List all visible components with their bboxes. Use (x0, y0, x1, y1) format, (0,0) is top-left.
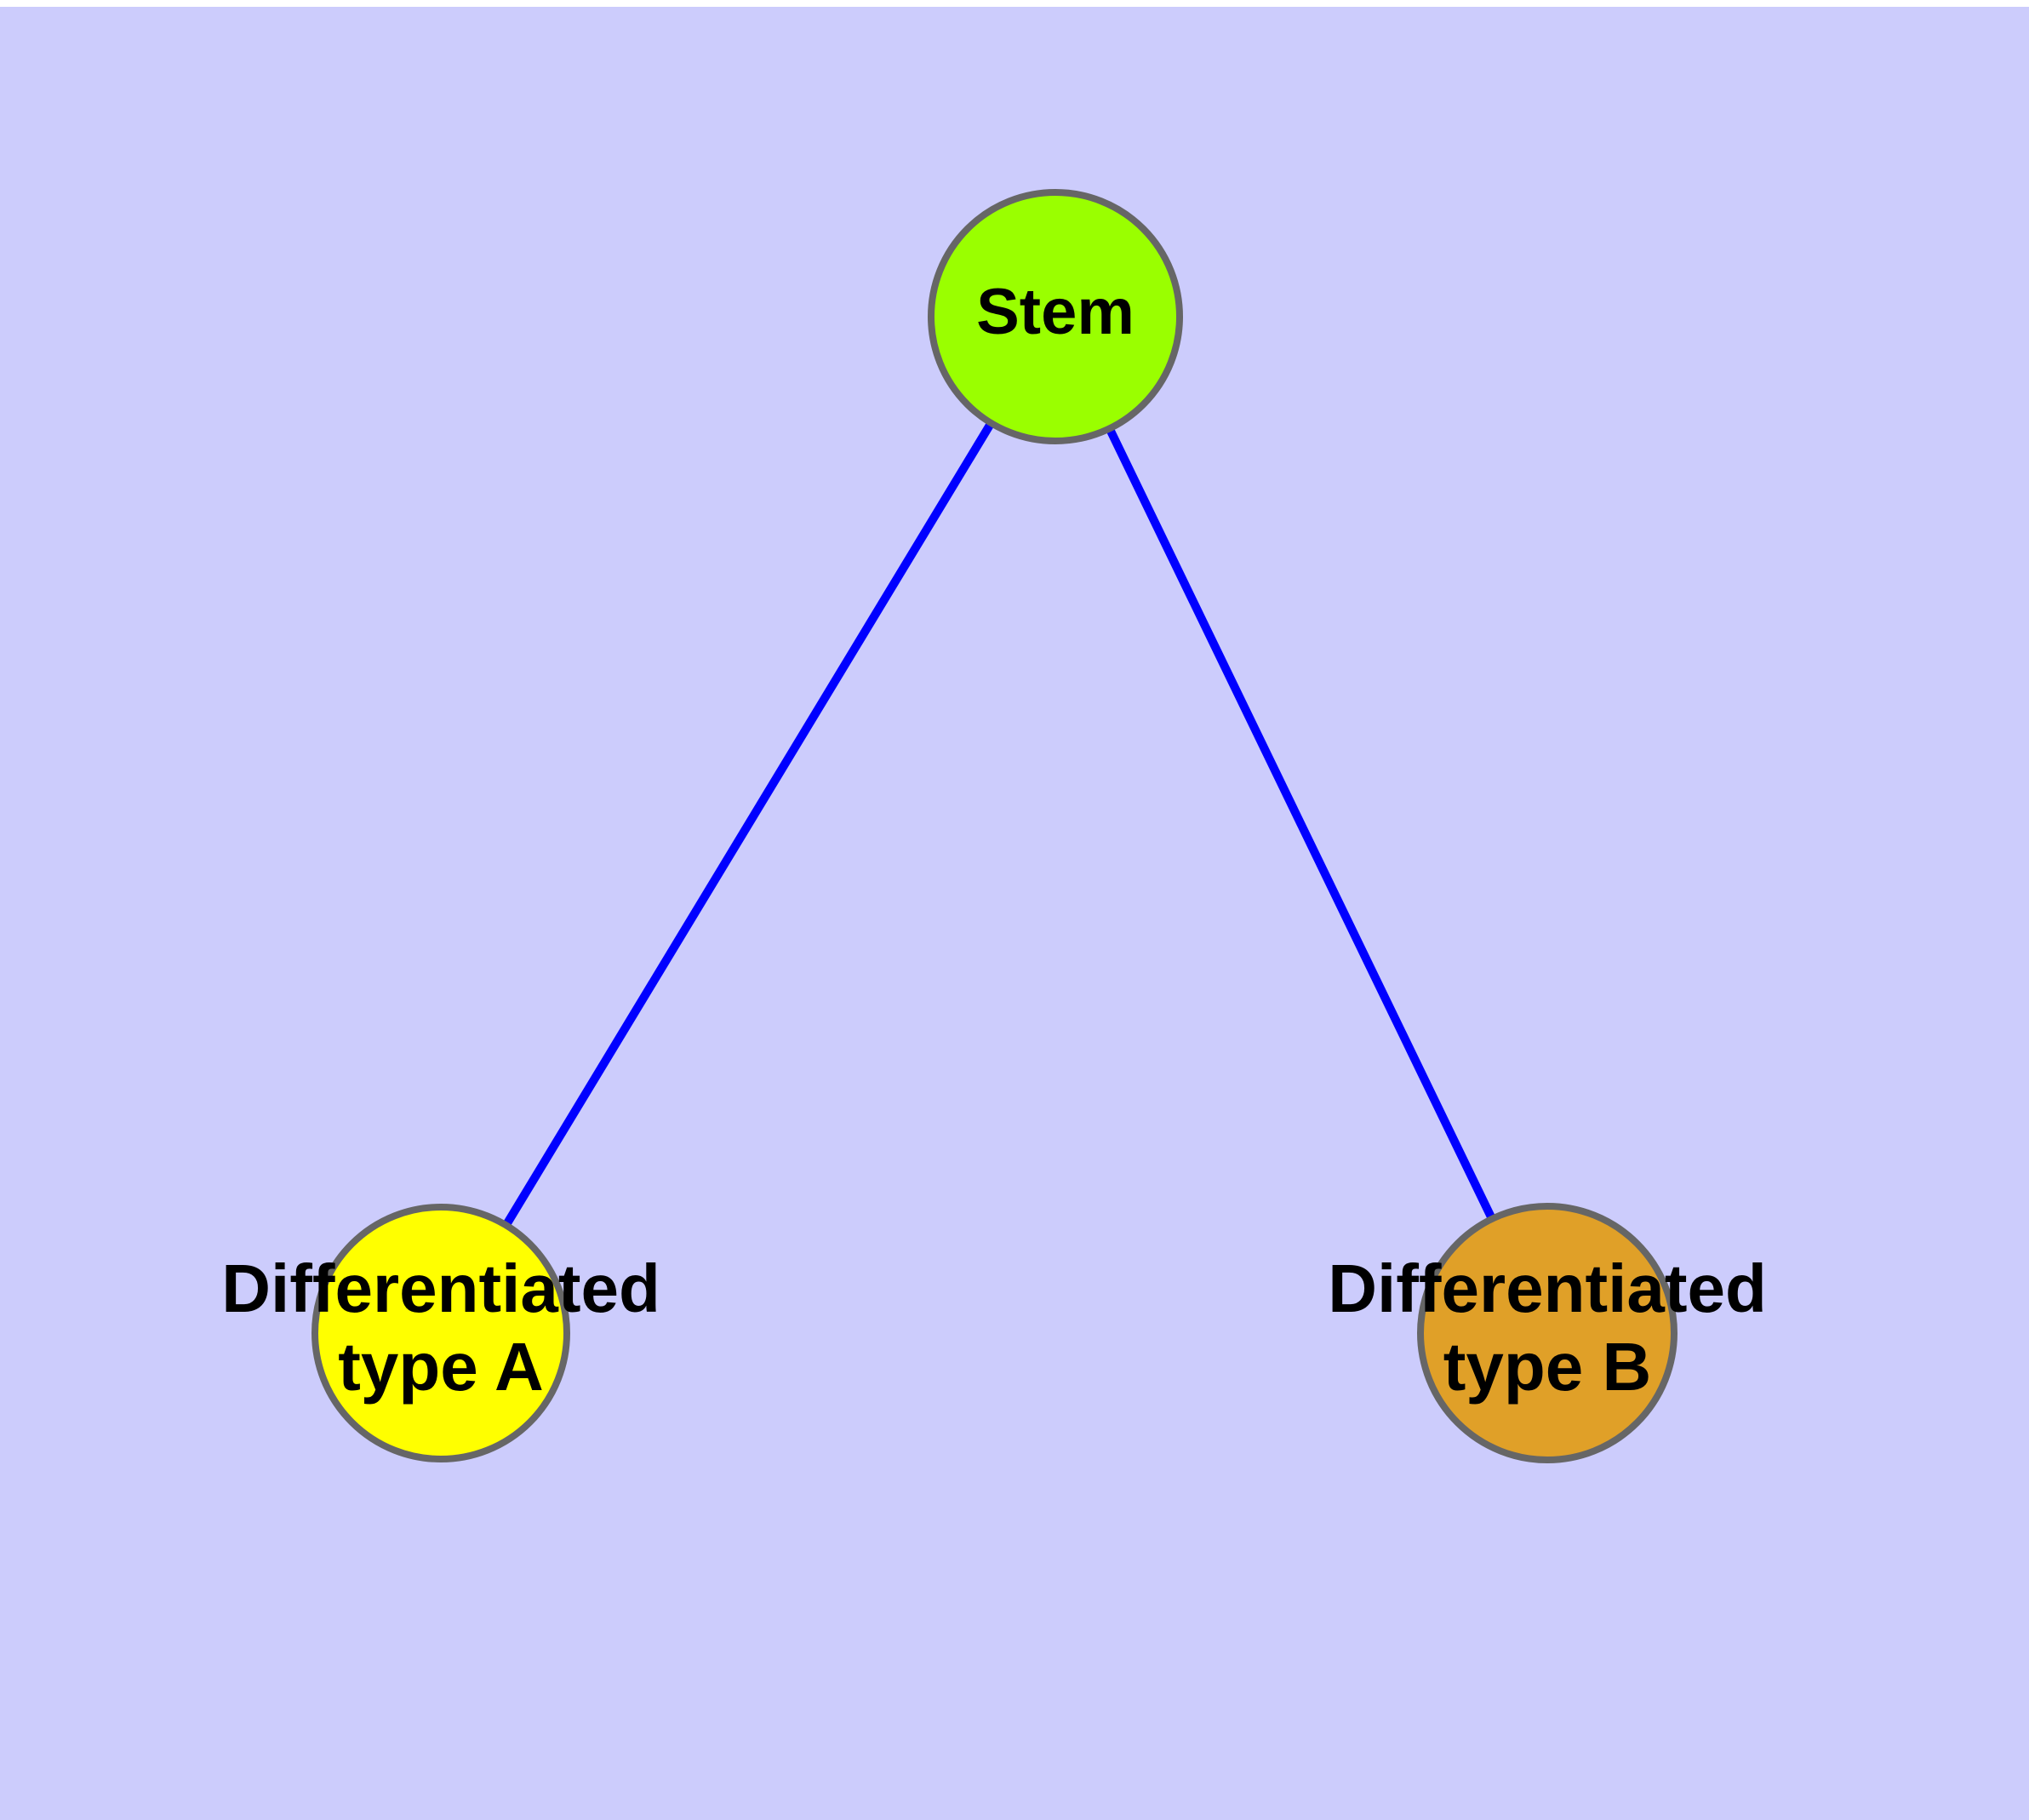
node-label-line: type B (1443, 1329, 1652, 1405)
edges-layer (437, 314, 1552, 1336)
node-label-line: Stem (976, 276, 1135, 348)
graph-node-diff_a[interactable] (311, 1204, 570, 1462)
graph-node-stem[interactable] (928, 189, 1183, 444)
node-circle-stem[interactable] (928, 189, 1183, 444)
graph-node-diff_b[interactable] (1417, 1203, 1677, 1463)
graph-edge[interactable] (437, 314, 1060, 1336)
node-label-stem: Stem (976, 276, 1135, 348)
node-circle-diff_a[interactable] (311, 1204, 570, 1462)
node-circle-diff_b[interactable] (1417, 1203, 1677, 1463)
node-label-line: Differentiated (1328, 1251, 1767, 1326)
node-label-line: type A (338, 1329, 544, 1405)
node-label-line: Differentiated (221, 1251, 660, 1326)
graph-edge[interactable] (1051, 314, 1552, 1336)
